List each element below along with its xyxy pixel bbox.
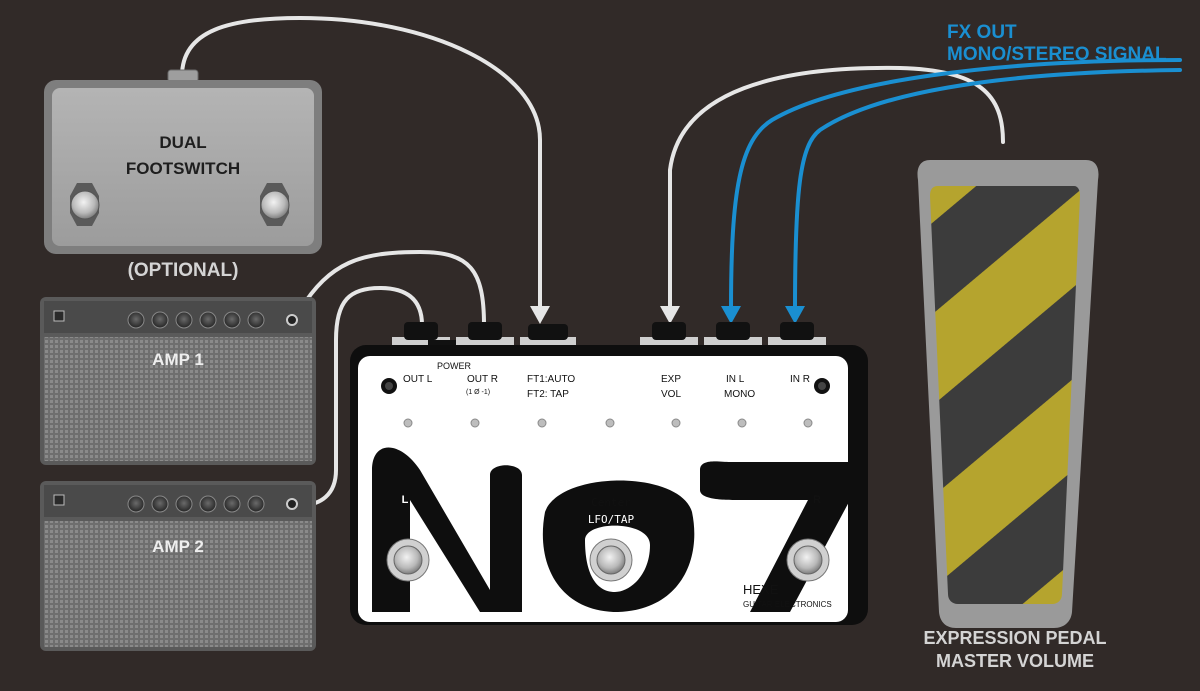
in-l-label: IN L (726, 374, 745, 385)
amp-knobs (127, 495, 298, 513)
arrow-head (530, 306, 550, 324)
lfo-tap-label: LFO/TAP (588, 513, 635, 526)
led-icon (403, 418, 413, 428)
expression-subtitle: MASTER VOLUME (936, 651, 1094, 671)
arrow-head (721, 306, 741, 324)
footswitch-button-icon (386, 538, 430, 582)
amp-2: AMP 2 (40, 481, 316, 651)
footswitch-button-icon (70, 183, 100, 226)
fx-out-label: FX OUT MONO/STEREO SIGNAL (947, 22, 1167, 65)
expression-cable (668, 65, 1005, 312)
fx-out-subtitle: MONO/STEREO SIGNAL (947, 44, 1167, 65)
footswitch-button-icon (260, 183, 290, 226)
brand-logo-text: HEXE (743, 582, 779, 597)
ft1-label: FT1:AUTO (527, 374, 575, 385)
footswitch-subtitle: FOOTSWITCH (126, 159, 240, 178)
power-switch-icon (53, 494, 65, 506)
switch-l-label: L (402, 494, 409, 506)
no7-pedal: POWER OUT L OUT R (1 Ø -1) FT1:AUTO FT2:… (350, 322, 868, 625)
in-r-label: IN R (790, 374, 810, 385)
expression-pedal: EXPRESSION PEDAL MASTER VOLUME (917, 160, 1107, 671)
in-l-signal-cable (729, 58, 1182, 312)
out-r-label: OUT R (467, 374, 498, 385)
arrow-head (785, 306, 805, 324)
amp-1: AMP 1 (40, 297, 316, 465)
footswitch-button-icon (786, 538, 830, 582)
power-label: POWER (437, 361, 472, 371)
led-icon (537, 418, 547, 428)
out-r-sub-label: (1 Ø -1) (466, 389, 490, 396)
top-jacks (392, 322, 826, 350)
out-l-label: OUT L (403, 374, 433, 385)
footswitch-title: DUAL (159, 133, 206, 152)
expression-title: EXPRESSION PEDAL (923, 628, 1106, 648)
jack-icon (381, 378, 397, 394)
mono-label: MONO (724, 389, 755, 400)
fx-out-title: FX OUT (947, 22, 1017, 43)
led-icon (737, 418, 747, 428)
led-icon (803, 418, 813, 428)
amp1-cable (298, 249, 486, 327)
vol-label: VOL (661, 389, 681, 400)
in-r-signal-cable (793, 68, 1182, 312)
amp2-cable (300, 285, 424, 507)
ft2-label: FT2: TAP (527, 389, 569, 400)
exp-label: EXP (661, 374, 681, 385)
led-icon (470, 418, 480, 428)
jack-icon (814, 378, 830, 394)
dual-footswitch: DUAL FOOTSWITCH (OPTIONAL) (44, 69, 322, 281)
led-icon (671, 418, 681, 428)
amp1-label: AMP 1 (152, 350, 204, 369)
amp2-label: AMP 2 (152, 537, 204, 556)
optional-label: (OPTIONAL) (128, 260, 239, 281)
switch-r-label: R (813, 494, 821, 506)
center-label: Center (591, 496, 631, 509)
power-switch-icon (53, 310, 65, 322)
footswitch-button-icon (589, 538, 633, 582)
led-row (403, 418, 813, 428)
led-icon (605, 418, 615, 428)
brand-subtitle: GUITAR ELECTRONICS (743, 600, 832, 609)
amp-knobs (127, 311, 298, 329)
footswitch-cable (180, 15, 542, 312)
arrow-head (660, 306, 680, 324)
